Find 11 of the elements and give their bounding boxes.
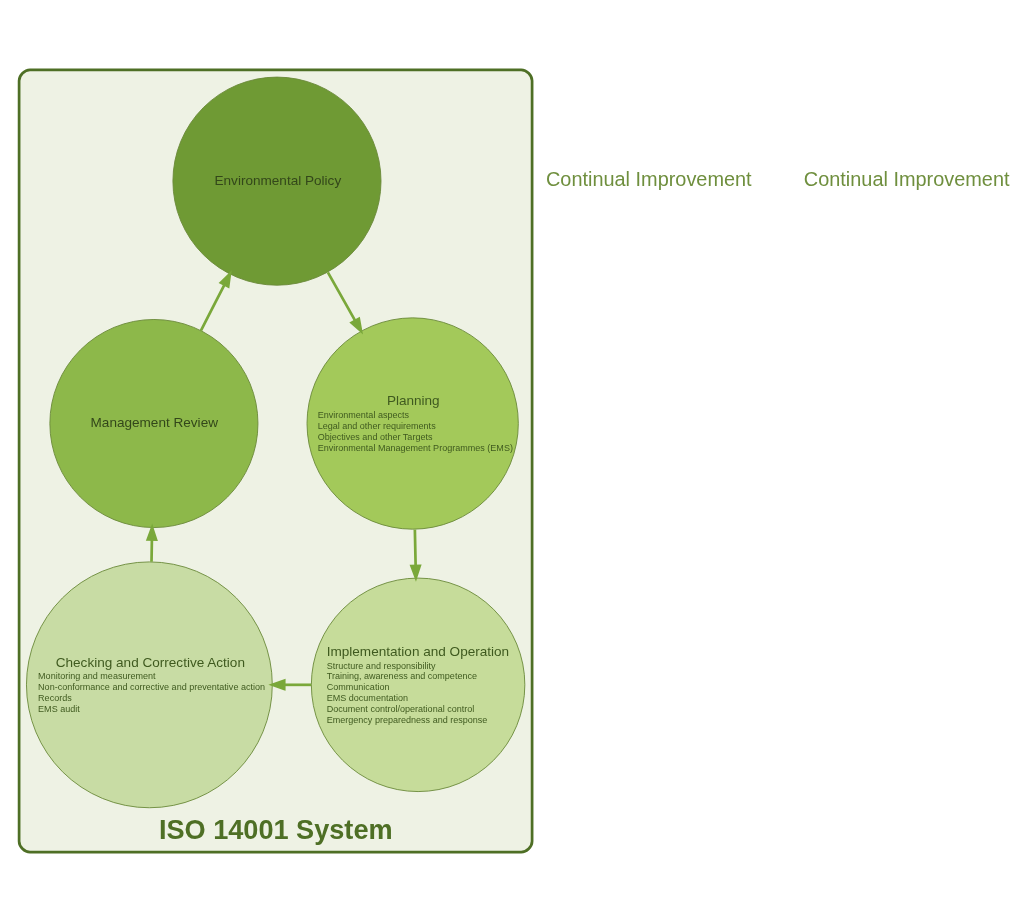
label: Continual Improvement [803,168,1010,191]
node-circle: Implementation and Operation Structure and responsibility Training, awareness and competence Communication EMS documentation Document control/operational control Emergency preparedness and response [310,577,526,793]
node-circle: Environmental Policy [172,76,382,286]
node-circle: Management Review [49,319,259,528]
arrow [268,678,312,691]
arrow [199,270,232,332]
label: Continual Improvement [545,168,752,191]
arrow [145,523,158,562]
node-circle: Checking and Corrective Action Monitoring and measurement Non-conformance and corrective and preventative action Records EMS audit [26,561,273,809]
arrow [409,529,422,582]
arrow [326,271,364,335]
